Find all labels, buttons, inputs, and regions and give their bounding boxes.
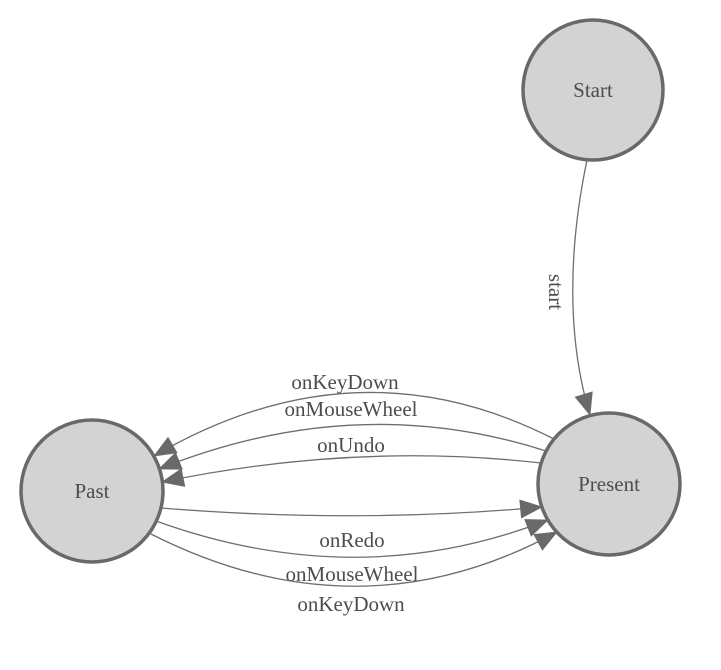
edge-past-to-present-onkeydown-label: onKeyDown (297, 592, 405, 616)
edge-past-to-present-onkeydown: onKeyDown (148, 531, 558, 616)
edge-start-to-present-line (572, 159, 593, 416)
edge-past-to-present-onredo: onRedo (160, 499, 543, 552)
state-node-past[interactable]: Past (19, 418, 165, 564)
edge-past-to-present-onredo-line (160, 499, 543, 519)
state-node-start[interactable]: Start (521, 18, 665, 162)
edge-past-to-present-onmousewheel: onMouseWheel (155, 519, 549, 586)
edge-present-to-past-onkeydown-line (153, 391, 555, 457)
edge-past-to-present-onmousewheel-line (155, 519, 549, 558)
state-node-present-label: Present (578, 472, 640, 496)
edge-past-to-present-onredo-label: onRedo (319, 528, 384, 552)
edge-present-to-past-onkeydown: onKeyDown (153, 370, 555, 457)
state-node-past-label: Past (74, 479, 109, 503)
edge-present-to-past-onundo-label: onUndo (317, 433, 385, 457)
edge-present-to-past-onmousewheel-line (158, 423, 547, 470)
edge-present-to-past-onundo: onUndo (161, 433, 542, 487)
edge-past-to-present-onkeydown-line (148, 531, 558, 587)
edge-present-to-past-onmousewheel: onMouseWheel (158, 397, 547, 470)
edge-present-to-past-onkeydown-label: onKeyDown (291, 370, 399, 394)
state-node-present[interactable]: Present (536, 411, 682, 557)
edge-start-to-present: start (544, 159, 593, 416)
state-node-start-label: Start (573, 78, 613, 102)
edge-present-to-past-onmousewheel-label: onMouseWheel (285, 397, 418, 421)
state-node-start-circle[interactable] (521, 18, 665, 162)
edge-past-to-present-onmousewheel-label: onMouseWheel (286, 562, 419, 586)
edge-present-to-past-onundo-line (161, 455, 542, 487)
state-node-present-circle[interactable] (536, 411, 682, 557)
state-node-past-circle[interactable] (19, 418, 165, 564)
edge-start-to-present-label: start (544, 274, 568, 310)
